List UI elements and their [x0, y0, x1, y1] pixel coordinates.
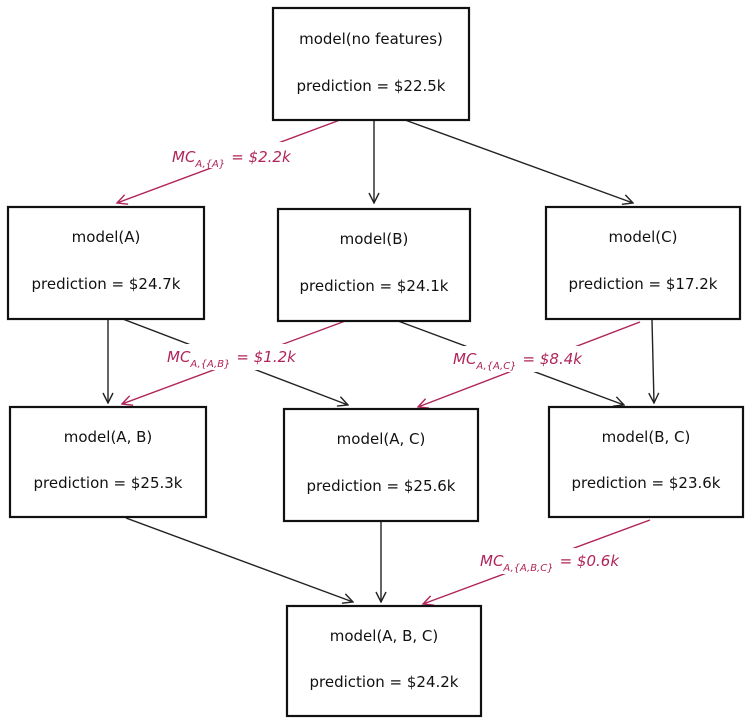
svg-text:MCA,{A,B,C}= $0.6k: MCA,{A,B,C} = $0.6k [480, 552, 620, 574]
mc-label-2-prefix: MC [167, 348, 191, 366]
node-c: model(C) prediction = $17.2k [544, 205, 742, 321]
node-ac-title: model(A, C) [337, 430, 426, 448]
node-c-prediction: prediction = $17.2k [569, 275, 718, 293]
mc-label-3-subscript: A,{A,C} [475, 361, 516, 372]
node-no-features-title: model(no features) [299, 30, 443, 48]
svg-text:MCA,{A,B}= $1.2k: MCA,{A,B} = $1.2k [167, 348, 297, 370]
node-b-prediction: prediction = $24.1k [300, 277, 449, 295]
mc-label-4: MCA,{A,B,C} = $0.6k [478, 548, 674, 574]
node-ab: model(A, B) prediction = $25.3k [8, 405, 208, 519]
node-b-title: model(B) [340, 230, 409, 248]
node-ab-title: model(A, B) [64, 428, 153, 446]
node-bc-prediction: prediction = $23.6k [572, 474, 721, 492]
mc-label-3-value: = $8.4k [523, 350, 584, 368]
node-c-title: model(C) [609, 228, 678, 246]
node-a-prediction: prediction = $24.7k [32, 275, 181, 293]
node-a-title: model(A) [72, 228, 141, 246]
node-abc-title: model(A, B, C) [330, 627, 439, 645]
mc-label-2-value: = $1.2k [236, 348, 297, 366]
edge-c-to-bc [652, 319, 654, 403]
mc-label-1-subscript: A,{A} [194, 159, 225, 170]
node-abc: model(A, B, C) prediction = $24.2k [285, 604, 483, 718]
mc-label-3-prefix: MC [453, 350, 477, 368]
node-ac-prediction: prediction = $25.6k [307, 477, 456, 495]
edge-ab-to-abc [125, 517, 353, 602]
edge-none-to-c [404, 119, 633, 203]
svg-text:MCA,{A,C}= $8.4k: MCA,{A,C} = $8.4k [453, 350, 583, 372]
node-bc: model(B, C) prediction = $23.6k [547, 405, 745, 519]
node-bc-title: model(B, C) [602, 428, 691, 446]
mc-label-2-subscript: A,{A,B} [189, 359, 230, 370]
node-a: model(A) prediction = $24.7k [6, 205, 206, 321]
node-ab-prediction: prediction = $25.3k [34, 474, 183, 492]
mc-label-4-value: = $0.6k [560, 552, 621, 570]
node-no-features-prediction: prediction = $22.5k [297, 77, 446, 95]
mc-label-2: MCA,{A,B} = $1.2k [165, 344, 311, 370]
node-abc-prediction: prediction = $24.2k [310, 673, 459, 691]
node-ac: model(A, C) prediction = $25.6k [282, 407, 480, 523]
mc-label-4-prefix: MC [480, 552, 504, 570]
mc-label-1-prefix: MC [172, 148, 196, 166]
node-no-features: model(no features) prediction = $22.5k [271, 6, 471, 122]
mc-label-1: MCA,{A} = $2.2k [168, 142, 308, 170]
node-b: model(B) prediction = $24.1k [276, 207, 472, 323]
mc-label-3: MCA,{A,C} = $8.4k [451, 346, 611, 372]
mc-label-1-value: = $2.2k [231, 148, 292, 166]
svg-text:MCA,{A}= $2.2k: MCA,{A} = $2.2k [172, 148, 292, 170]
mc-label-4-subscript: A,{A,B,C} [502, 563, 553, 574]
